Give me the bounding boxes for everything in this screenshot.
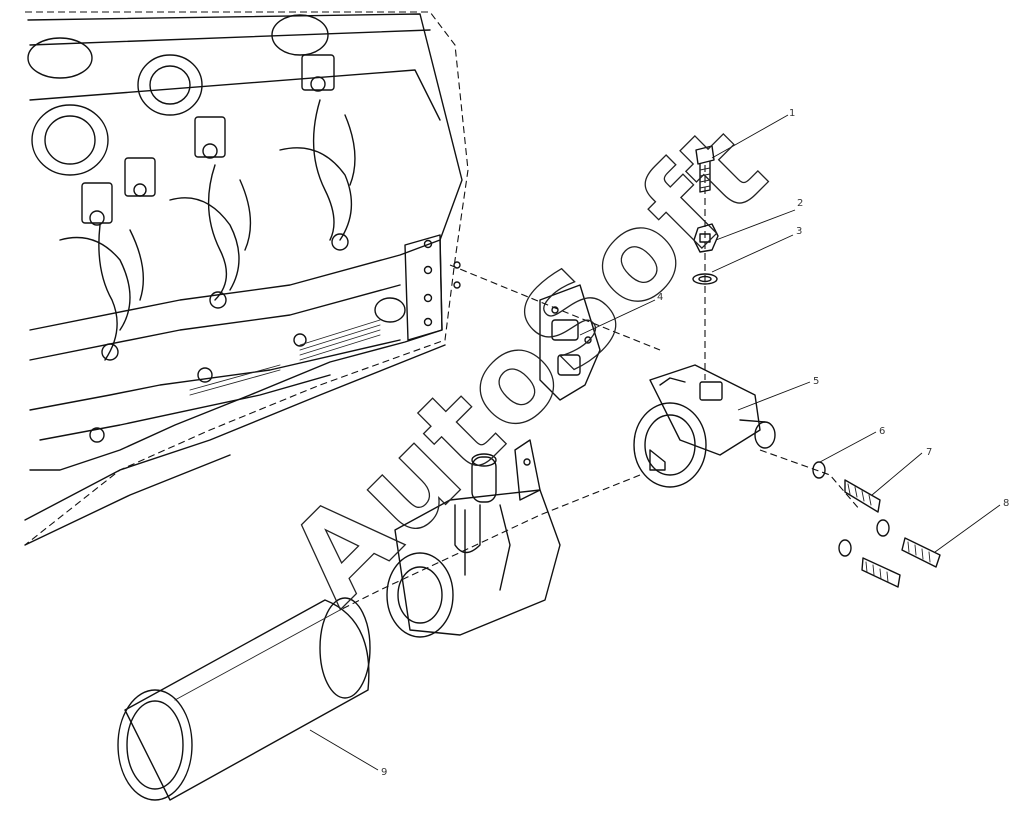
- callout-3: 3: [796, 226, 802, 237]
- watermark: AutoSoft: [262, 98, 795, 631]
- sealing-washer: [692, 273, 718, 285]
- bearing-cap: [194, 116, 252, 301]
- mounting-bolts: [812, 461, 941, 588]
- filter-head-adapter: [633, 364, 776, 488]
- callout-labels: 1 2 3 4 5 6 7 8 9: [381, 108, 1009, 778]
- block-mounting-pad: [374, 234, 461, 341]
- callout-4: 4: [657, 292, 663, 303]
- callout-6: 6: [879, 426, 885, 437]
- filter-base-housing: [386, 439, 561, 638]
- watermark-text: AutoSoft: [262, 99, 793, 630]
- bearing-cap: [124, 157, 156, 197]
- bearing-cap: [301, 54, 356, 241]
- callout-2: 2: [797, 198, 803, 209]
- callout-9: 9: [381, 767, 387, 778]
- spin-on-oil-filter: [117, 597, 371, 801]
- fitting-plug: [693, 223, 719, 253]
- callout-7: 7: [926, 447, 932, 458]
- callout-8: 8: [1003, 498, 1009, 509]
- bearing-cap: [81, 182, 145, 361]
- assembly-centerlines: [339, 165, 861, 611]
- callout-5: 5: [813, 376, 819, 387]
- callout-leaders: [309, 114, 1001, 771]
- engine-block: [24, 11, 469, 546]
- gasket: [539, 284, 601, 401]
- callout-1: 1: [789, 108, 795, 119]
- hex-bolt: [695, 145, 715, 193]
